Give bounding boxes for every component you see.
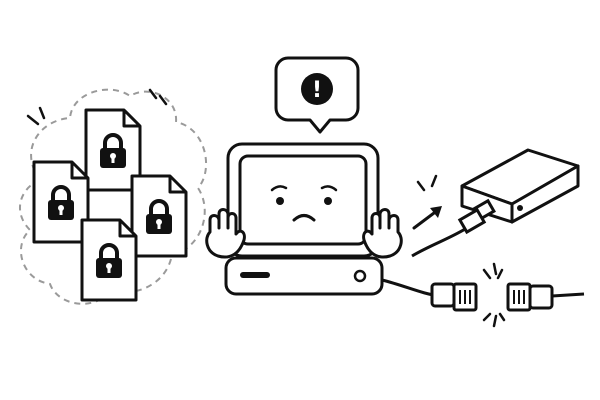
external-backup-drive (411, 148, 580, 258)
ethernet-plug-left (430, 282, 478, 312)
dashed-cloud-outline (19, 88, 207, 305)
document-lock-icon (80, 218, 138, 302)
disconnect-spark-lines (482, 262, 506, 328)
left-hand-icon (205, 208, 246, 259)
document-lock-icon (32, 160, 90, 244)
sad-face-icon (270, 185, 338, 222)
sparkle-lines-left (26, 88, 168, 126)
alert-bubble: ! (274, 56, 360, 134)
right-hand-icon (362, 208, 403, 259)
ethernet-plug-right (506, 282, 585, 312)
worried-computer (205, 142, 403, 296)
document-lock-icon (130, 174, 188, 258)
unplugged-network-cable (381, 262, 585, 328)
exclamation-icon (301, 73, 333, 105)
locked-files-cluster (19, 88, 207, 305)
alert-symbol: ! (312, 78, 322, 103)
